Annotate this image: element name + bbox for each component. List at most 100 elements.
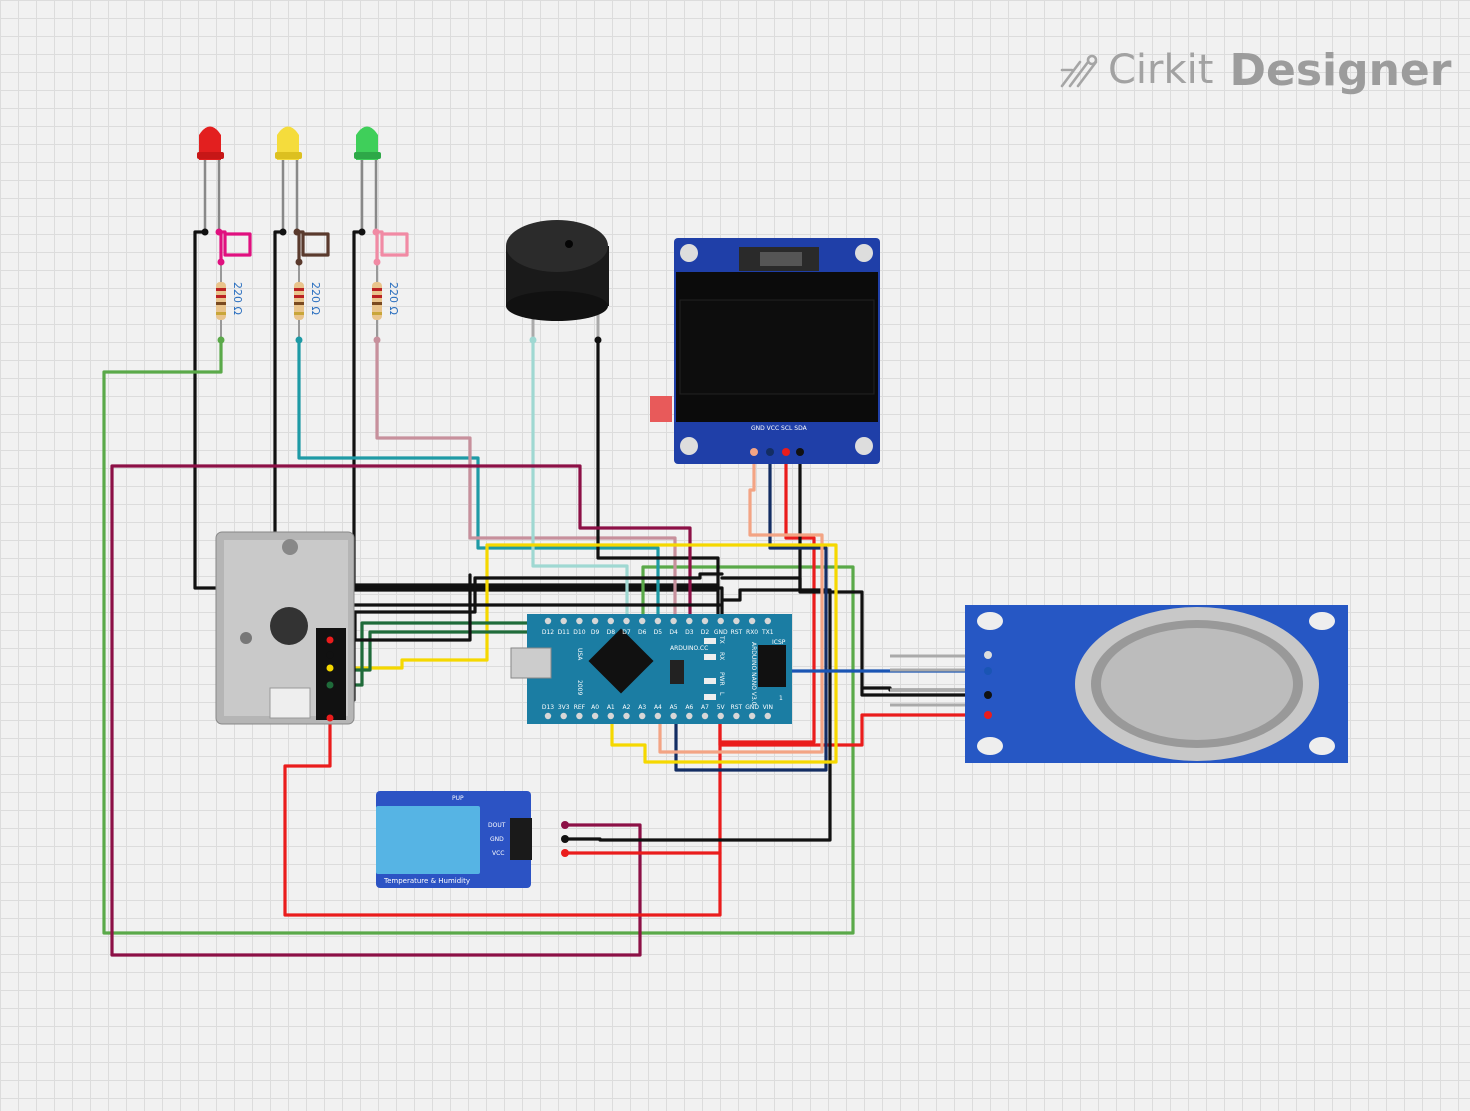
arduino-pin-label-rx0: RX0: [746, 629, 758, 636]
wires: [102, 230, 990, 957]
oled-pin-scl[interactable]: [766, 448, 774, 456]
arduino-pin-d4[interactable]: [670, 617, 677, 625]
wire-oled-scl[interactable]: [674, 450, 828, 772]
resistor-3[interactable]: 220 Ω: [372, 258, 400, 344]
arduino-pin-gnd[interactable]: [717, 617, 724, 625]
wire-gp2y-vcc[interactable]: [283, 718, 722, 917]
arduino-pin-tx1[interactable]: [764, 617, 771, 625]
arduino-pin-a3[interactable]: [639, 712, 646, 720]
arduino-pin-d5[interactable]: [654, 617, 662, 625]
resistor-1[interactable]: 220 Ω: [216, 258, 244, 344]
oled-pin-vcc[interactable]: [782, 448, 790, 456]
led-green-cathode-dot: [358, 228, 366, 236]
led-red-cathode-dot: [201, 228, 209, 236]
buzzer[interactable]: [506, 220, 609, 344]
resistor-2[interactable]: 220 Ω: [294, 258, 322, 344]
wire-oled-sda[interactable]: [658, 450, 824, 754]
dht11-sensor[interactable]: PUP DOUT GND VCC Temperature & Humidity: [376, 791, 569, 888]
wire-mq-vcc[interactable]: [718, 713, 990, 747]
arduino-pin-label-d7: D7: [622, 629, 631, 636]
arduino-pin-rst[interactable]: [733, 617, 740, 625]
arduino-pin-rst[interactable]: [733, 712, 740, 720]
arduino-pin-rx0[interactable]: [748, 617, 756, 625]
arduino-pin-label-a5: A5: [670, 704, 678, 711]
resistor-3-label: 220 Ω: [387, 282, 400, 315]
led-green[interactable]: [354, 126, 381, 236]
arduino-pin-ref[interactable]: [576, 712, 583, 720]
wire-led-yellow-res[interactable]: [295, 230, 330, 264]
arduino-pin-a6[interactable]: [686, 712, 693, 720]
arduino-pin-label-a2: A2: [623, 704, 631, 711]
arduino-pin-a1[interactable]: [607, 712, 614, 720]
arduino-pin-a7[interactable]: [701, 712, 709, 720]
wire-buzzer-signal[interactable]: [531, 338, 629, 618]
resistor-2-label: 220 Ω: [309, 282, 322, 315]
resistor-1-label: 220 Ω: [231, 282, 244, 315]
wire-oled-vcc[interactable]: [720, 450, 816, 744]
arduino-icsp-one: 1: [779, 695, 783, 702]
arduino-pin-label-5v: 5V: [717, 704, 726, 711]
cirkit-designer-logo: Cirkit Designer: [1058, 40, 1451, 100]
arduino-led-l: L: [718, 692, 725, 696]
wire-led-red-res[interactable]: [217, 230, 252, 264]
arduino-pin-3v3[interactable]: [560, 712, 567, 720]
arduino-model: ARDUINO NANO V3.0: [750, 642, 757, 706]
dht-pin-dout: DOUT: [488, 822, 506, 829]
arduino-pin-d3[interactable]: [686, 617, 693, 625]
arduino-pin-label-d9: D9: [591, 629, 600, 636]
arduino-icsp: ICSP: [772, 639, 786, 646]
arduino-pin-label-d2: D2: [701, 629, 710, 636]
wire-led-green-gnd[interactable]: [352, 230, 720, 592]
wire-led-yellow-gnd[interactable]: [273, 230, 720, 587]
arduino-pin-d13[interactable]: [544, 712, 552, 720]
arduino-pin-d11[interactable]: [560, 617, 567, 625]
arduino-pin-d12[interactable]: [544, 617, 552, 625]
dht-caption: Temperature & Humidity: [383, 877, 470, 885]
mq-gas-sensor[interactable]: [890, 605, 1348, 763]
arduino-pin-label-ref: REF: [574, 704, 586, 711]
arduino-pin-label-d13: D13: [542, 704, 554, 711]
wire-yellow-a1[interactable]: [343, 543, 838, 764]
wire-res1-green[interactable]: [102, 338, 855, 935]
oled-display[interactable]: GND VCC SCL SDA: [650, 238, 880, 464]
wire-dht-gnd[interactable]: [563, 588, 832, 842]
arduino-pin-d9[interactable]: [591, 617, 599, 625]
brand-suffix: Designer: [1229, 44, 1452, 96]
arduino-pin-d8[interactable]: [607, 617, 614, 625]
dust-sensor[interactable]: [215, 531, 355, 725]
arduino-pin-5v[interactable]: [717, 712, 724, 720]
arduino-pin-label-d12: D12: [542, 629, 554, 636]
wire-gp2y-led2[interactable]: [343, 630, 537, 672]
arduino-pin-label-d8: D8: [607, 629, 616, 636]
arduino-pin-label-d3: D3: [685, 629, 694, 636]
wire-res3-pink[interactable]: [375, 338, 677, 618]
arduino-pin-a2[interactable]: [623, 712, 630, 720]
arduino-led-tx: TX: [718, 635, 725, 644]
wire-mq-gnd[interactable]: [720, 576, 990, 697]
led-yellow[interactable]: [275, 126, 302, 236]
wire-gp2y-vo[interactable]: [343, 572, 724, 642]
led-red[interactable]: [197, 126, 224, 236]
arduino-pin-label-a1: A1: [607, 704, 615, 711]
wire-led-red-gnd[interactable]: [193, 230, 724, 618]
oled-pin-gnd[interactable]: [796, 448, 804, 456]
arduino-pin-d10[interactable]: [576, 617, 583, 625]
arduino-pin-label-3v3: 3V3: [558, 704, 570, 711]
arduino-pin-gnd[interactable]: [748, 712, 756, 720]
wire-buzzer-gnd[interactable]: [596, 338, 720, 618]
oled-pin-sda[interactable]: [750, 448, 758, 456]
wire-gp2y-black3[interactable]: [343, 573, 472, 702]
wire-led-green-res[interactable]: [374, 230, 409, 264]
arduino-pin-label-d6: D6: [638, 629, 647, 636]
arduino-pin-a4[interactable]: [654, 712, 662, 720]
arduino-pin-d7[interactable]: [623, 617, 630, 625]
arduino-pin-a5[interactable]: [670, 712, 677, 720]
arduino-pin-d6[interactable]: [639, 617, 646, 625]
arduino-pin-a0[interactable]: [591, 712, 599, 720]
arduino-pin-vin[interactable]: [764, 712, 771, 720]
arduino-pin-d2[interactable]: [701, 617, 709, 625]
wire-dht-data[interactable]: [110, 464, 692, 957]
